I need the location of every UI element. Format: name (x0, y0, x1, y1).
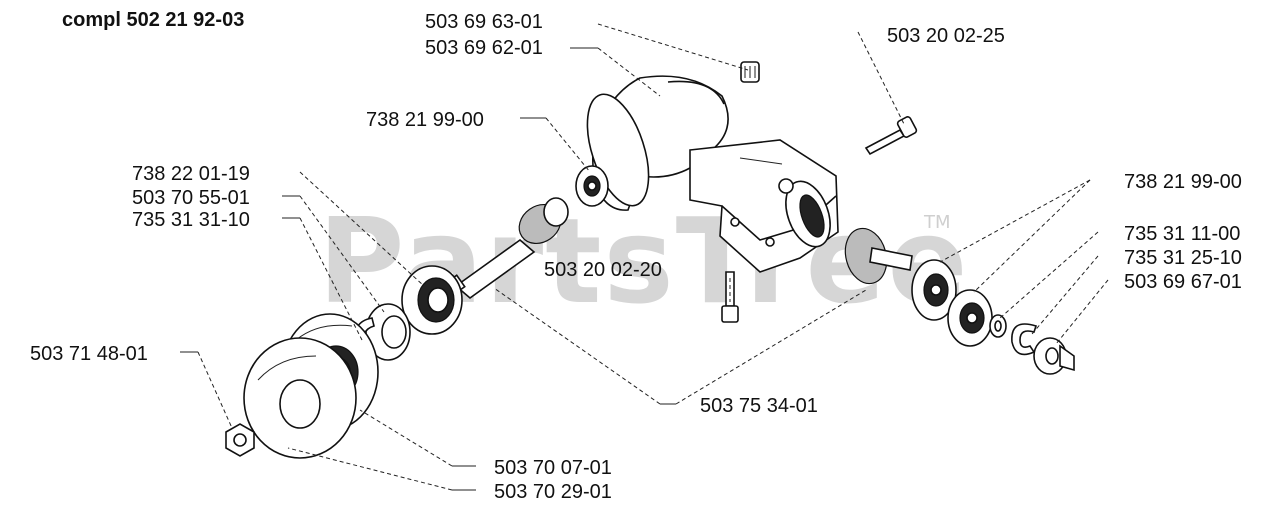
nut (225, 423, 255, 457)
part-label-503-20-02-25: 503 20 02-25 (887, 25, 1005, 47)
cap-screw-bottom (721, 271, 739, 323)
bearing-upper (575, 165, 609, 207)
spacer-washer (365, 303, 411, 361)
bearing-shaft (401, 265, 463, 335)
leader-lines (180, 23, 1109, 491)
end-nut (1033, 337, 1075, 375)
part-label-503-69-67-01: 503 69 67-01 (1124, 271, 1242, 293)
blade-disc (243, 337, 357, 459)
part-label-503-70-55-01: 503 70 55-01 (132, 187, 250, 209)
bearing-right-1 (911, 259, 957, 321)
gear-housing (586, 75, 839, 273)
crown-gear-shaft (844, 227, 913, 285)
part-label-735-31-25-10: 735 31 25-10 (1124, 247, 1242, 269)
circlip-right (1011, 323, 1038, 356)
part-label-735-31-11-00: 735 31 11-00 (1124, 223, 1240, 245)
part-label-503-71-48-01: 503 71 48-01 (30, 343, 148, 365)
part-label-503-70-07-01: 503 70 07-01 (494, 457, 612, 479)
cap-screw-top (864, 116, 918, 156)
part-label-738-21-99-00-right: 738 21 99-00 (1124, 171, 1242, 193)
part-label-735-31-31-10: 735 31 31-10 (132, 209, 250, 231)
part-label-738-21-99-00-upper: 738 21 99-00 (366, 109, 484, 131)
part-label-503-75-34-01: 503 75 34-01 (700, 395, 818, 417)
part-label-503-20-02-20: 503 20 02-20 (544, 259, 662, 281)
small-washer (989, 314, 1007, 338)
part-label-503-69-62-01: 503 69 62-01 (425, 37, 543, 59)
part-label-738-22-01-19: 738 22 01-19 (132, 163, 250, 185)
bearing-right-2 (947, 289, 993, 347)
plug-screw (740, 61, 760, 83)
part-label-503-69-63-01: 503 69 63-01 (425, 11, 543, 33)
assembly-title: compl 502 21 92-03 (62, 9, 244, 31)
part-label-503-70-29-01: 503 70 29-01 (494, 481, 612, 503)
trademark: TM (923, 212, 951, 233)
